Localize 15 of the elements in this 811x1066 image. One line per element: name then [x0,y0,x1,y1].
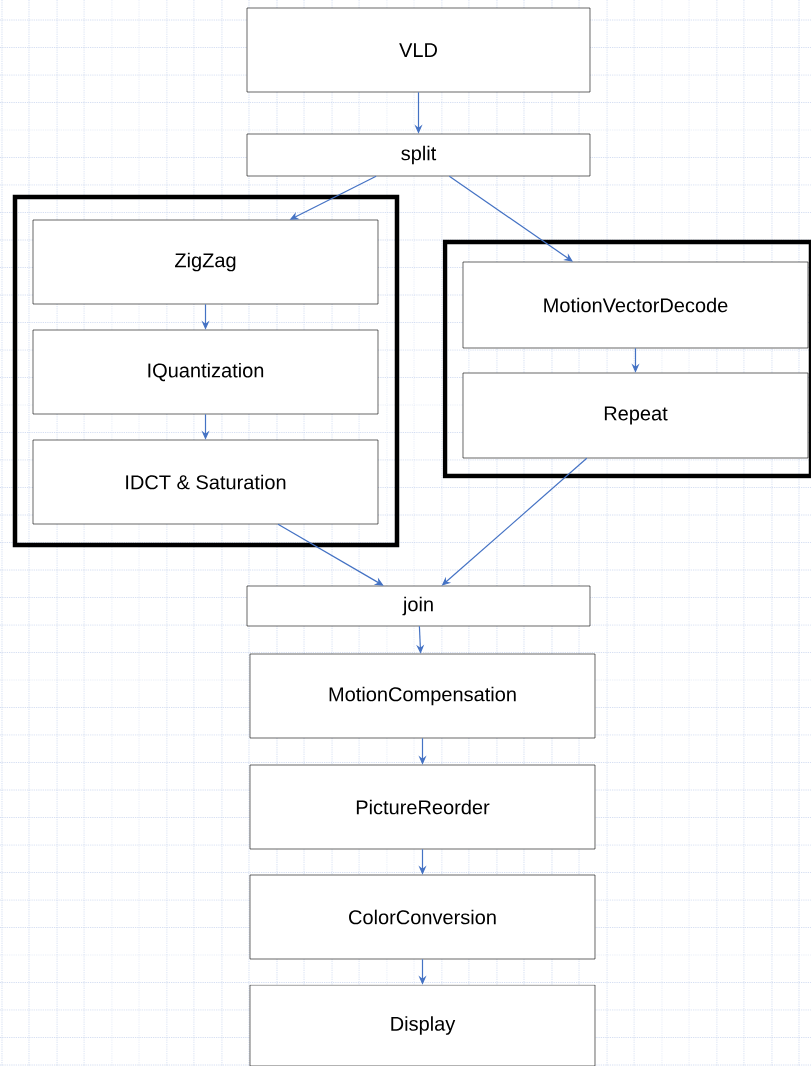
process-box: ColorConversion [249,874,596,960]
group-frame [442,239,811,479]
process-box: split [246,133,591,177]
process-box: MotionVectorDecode [462,261,809,349]
process-box: Repeat [462,372,809,459]
group-frame [12,194,400,548]
arrow [448,175,573,262]
process-box: VLD [246,7,591,93]
process-box: IDCT & Saturation [32,439,379,525]
process-box: Display [249,984,596,1066]
process-box: IQuantization [32,329,379,415]
process-box: ZigZag [32,219,379,305]
process-box: MotionCompensation [249,653,596,739]
process-box: PictureReorder [249,764,596,850]
process-box: join [246,585,591,627]
